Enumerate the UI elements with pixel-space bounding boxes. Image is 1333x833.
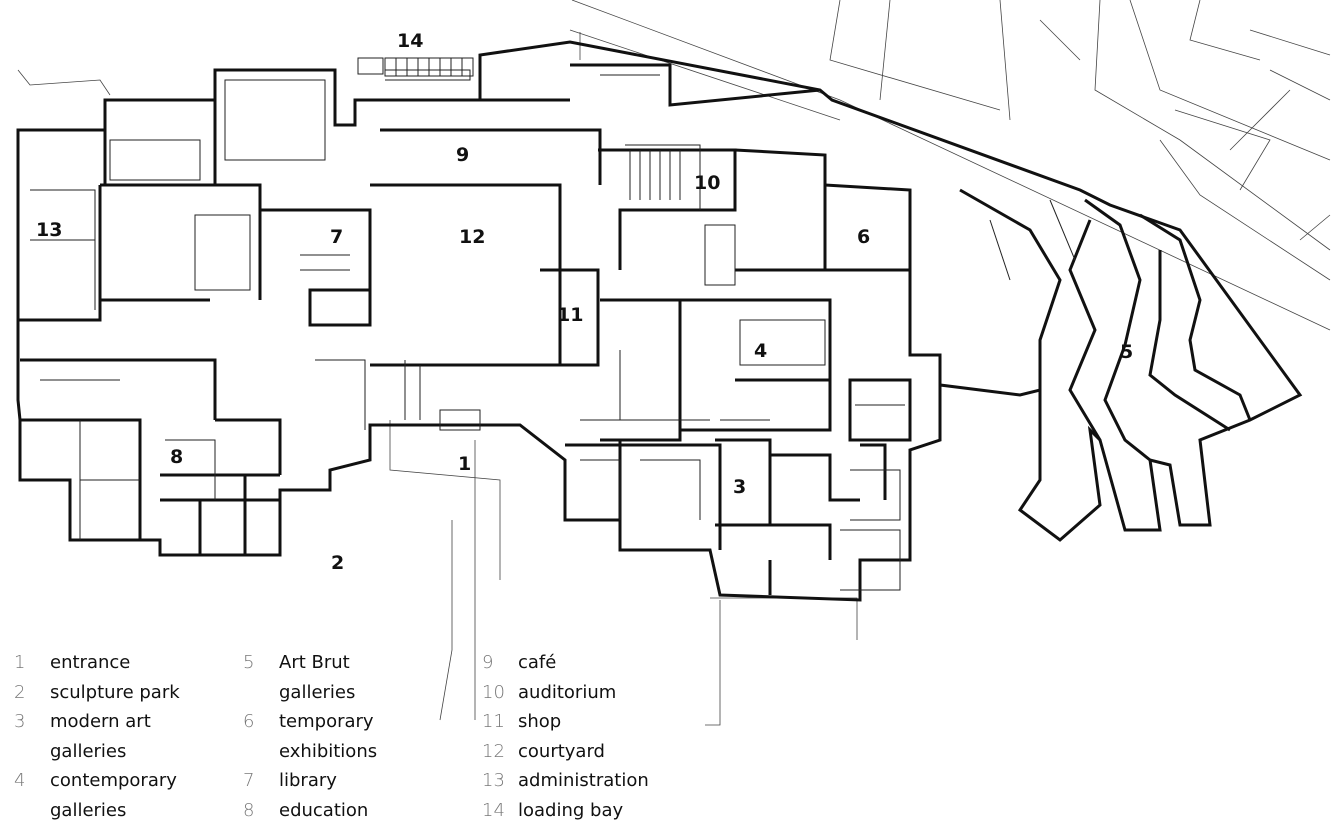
legend-item: 6 temporary [243,707,374,737]
room-number: 8 [170,446,183,468]
legend-item: 8 education [243,796,368,826]
legend-label: administration [518,770,649,791]
legend-item: 9 café [482,648,556,678]
legend-item: galleries [14,796,126,826]
room-number: 3 [733,476,746,498]
legend-number: 14 [482,800,505,821]
legend-label: galleries [50,800,127,821]
room-number: 11 [557,304,583,326]
room-number: 10 [694,172,720,194]
legend-item: 3 modern art [14,707,151,737]
legend-item: exhibitions [243,737,377,767]
legend-item: 7 library [243,766,337,796]
legend-label: education [279,800,369,821]
interior-partitions [30,69,1076,591]
legend-number: 6 [243,711,255,732]
site-lines [17,0,1331,726]
legend-label: courtyard [518,741,605,762]
legend-item: 10 auditorium [482,678,616,708]
legend-item: 14 loading bay [482,796,623,826]
room-number: 6 [857,226,870,248]
legend-label: sculpture park [50,682,180,703]
legend-label: contemporary [50,770,177,791]
room-number: 1 [458,453,471,475]
legend-item: 5 Art Brut [243,648,350,678]
legend-number: 10 [482,682,505,703]
legend-number: 11 [482,711,505,732]
legend-number: 4 [14,770,26,791]
legend-label: exhibitions [279,741,378,762]
room-number: 9 [456,144,469,166]
legend-number: 3 [14,711,26,732]
room-number: 7 [330,226,343,248]
legend-number: 9 [482,652,494,673]
legend-item: galleries [243,678,355,708]
legend-label: shop [518,711,562,732]
room-number: 12 [459,226,485,248]
legend-number: 1 [14,652,26,673]
legend-label: Art Brut [279,652,350,673]
legend-label: galleries [279,682,356,703]
legend-number: 2 [14,682,26,703]
legend-label: galleries [50,741,127,762]
legend-item: 1 entrance [14,648,130,678]
room-number-labels: 1 2 3 4 5 6 7 8 9 10 11 12 13 14 [36,30,1133,574]
legend-number: 5 [243,652,255,673]
room-number: 13 [36,219,62,241]
room-number: 4 [754,340,767,362]
room-number: 2 [331,552,344,574]
legend-label: library [279,770,337,791]
legend-number: 7 [243,770,255,791]
legend-item: 13 administration [482,766,649,796]
legend-label: auditorium [518,682,617,703]
legend-label: modern art [50,711,151,732]
legend-item: galleries [14,737,126,767]
room-number: 14 [397,30,423,52]
legend-item: 2 sculpture park [14,678,180,708]
legend-item: 12 courtyard [482,737,605,767]
loading-bay-grid [357,57,474,77]
legend-label: temporary [279,711,374,732]
legend-label: entrance [50,652,131,673]
legend-number: 12 [482,741,505,762]
legend-item: 11 shop [482,707,561,737]
legend-label: loading bay [518,800,624,821]
legend-number: 13 [482,770,505,791]
building-walls [16,40,1303,602]
legend-number: 8 [243,800,255,821]
legend-item: 4 contemporary [14,766,177,796]
legend-label: café [518,652,557,673]
room-number: 5 [1120,341,1133,363]
